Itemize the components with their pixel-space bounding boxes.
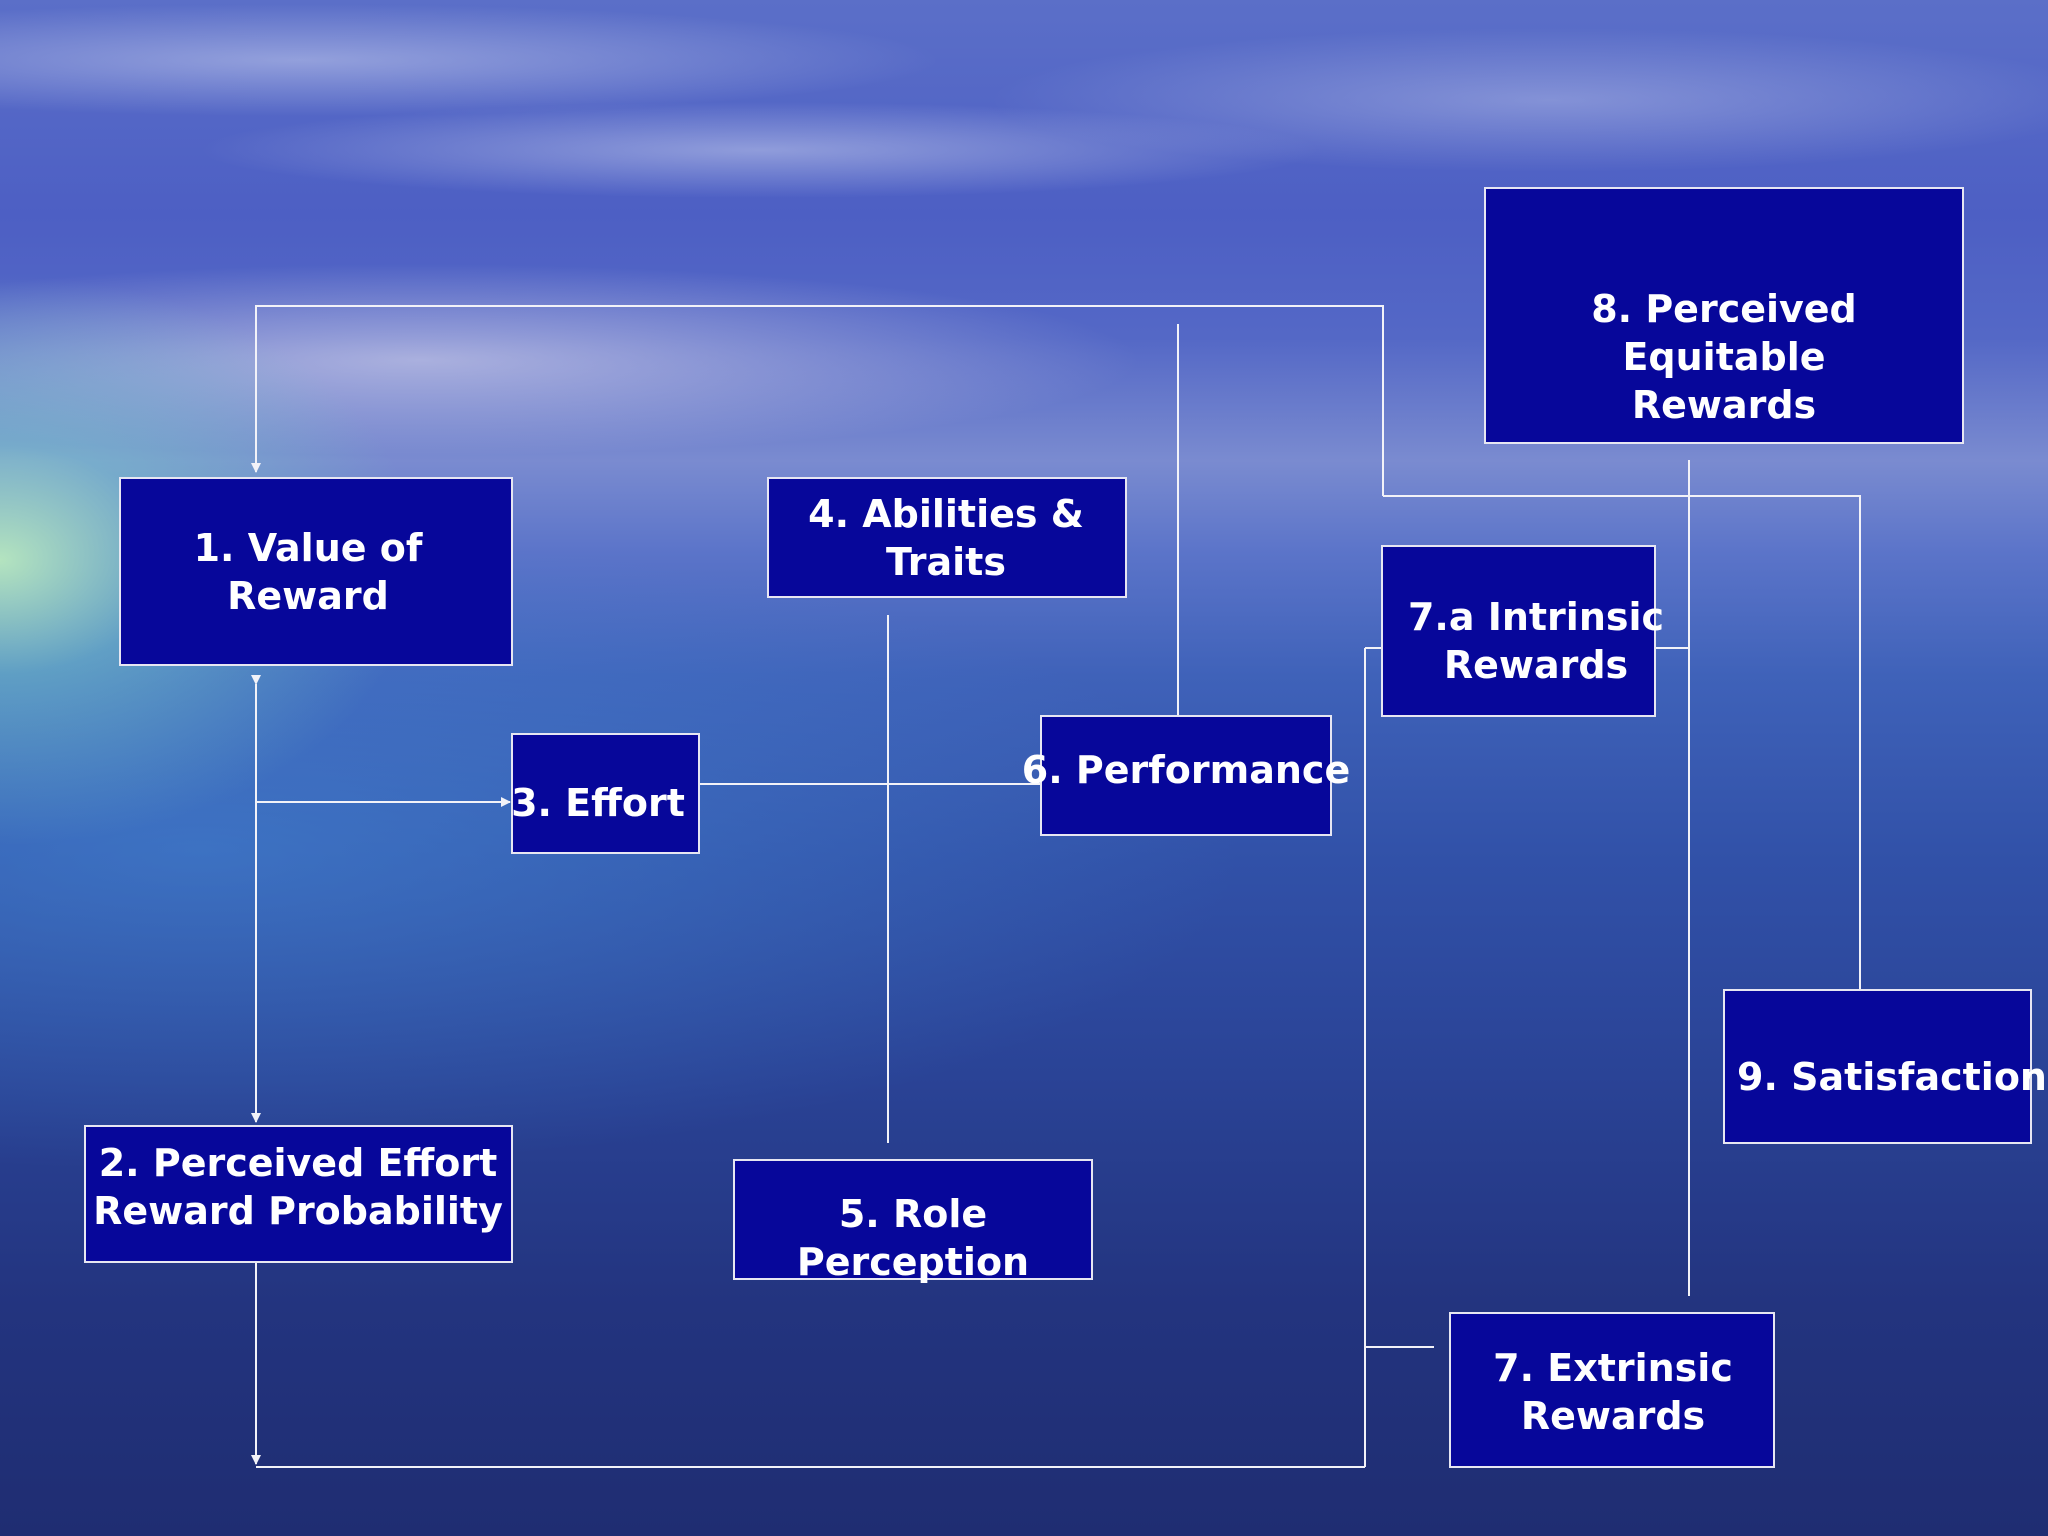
- node-label: 4. Abilities &: [808, 492, 1084, 536]
- node-label: Rewards: [1521, 1394, 1705, 1438]
- node-label: 3. Effort: [511, 781, 685, 825]
- connector-equity-to-value: [251, 305, 1384, 496]
- node-value-of-reward: 1. Value of Reward: [119, 477, 513, 666]
- node-label: 7.a Intrinsic: [1408, 595, 1664, 639]
- node-label: 6. Performance: [1022, 748, 1350, 792]
- node-abilities-traits: 4. Abilities & Traits: [767, 477, 1127, 598]
- node-label: 2. Perceived Effort: [99, 1141, 498, 1185]
- node-effort: 3. Effort: [511, 733, 700, 854]
- node-performance: 6. Performance: [1022, 715, 1350, 836]
- node-intrinsic-rewards: 7.a Intrinsic Rewards: [1381, 545, 1664, 717]
- node-label: Rewards: [1444, 643, 1628, 687]
- node-role-perception: 5. Role Perception: [733, 1159, 1093, 1284]
- node-perceived-effort-reward-probability: 2. Perceived Effort Reward Probability: [84, 1125, 513, 1263]
- node-label: 9. Satisfaction: [1737, 1055, 2047, 1099]
- node-label: 5. Role: [839, 1192, 987, 1236]
- node-label: Reward Probability: [93, 1189, 503, 1233]
- node-label: Traits: [886, 540, 1006, 584]
- node-label: Perception: [797, 1240, 1029, 1284]
- node-label: Equitable: [1622, 335, 1825, 379]
- node-label: Rewards: [1632, 383, 1816, 427]
- node-label: Reward: [227, 574, 389, 618]
- node-extrinsic-rewards: 7. Extrinsic Rewards: [1449, 1312, 1775, 1468]
- node-label: 1. Value of: [194, 526, 423, 570]
- node-label: 8. Perceived: [1591, 287, 1857, 331]
- node-label: 7. Extrinsic: [1493, 1346, 1733, 1390]
- node-perceived-equitable-rewards: 8. Perceived Equitable Rewards: [1484, 187, 1964, 444]
- node-satisfaction: 9. Satisfaction: [1723, 989, 2047, 1144]
- connector-to-satisfaction: [1383, 495, 1861, 1023]
